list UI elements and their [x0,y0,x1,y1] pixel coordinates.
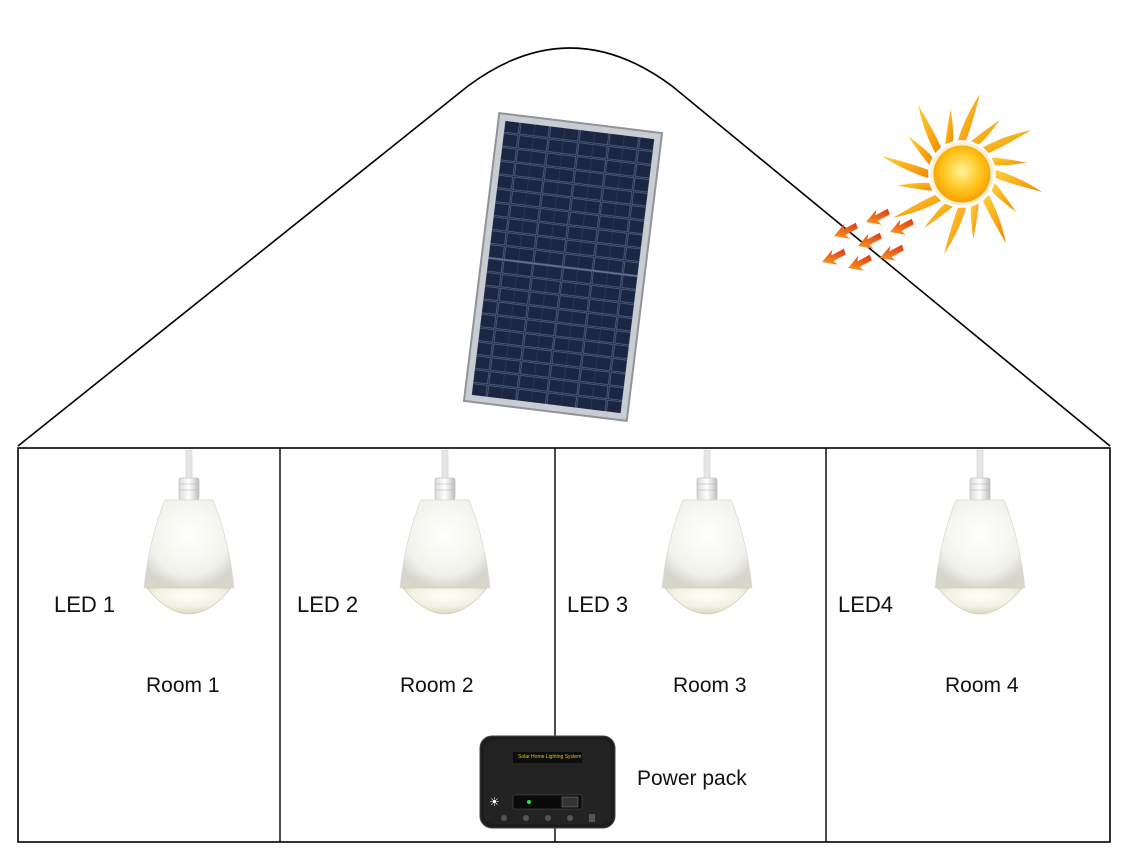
svg-text:☀: ☀ [489,795,500,809]
sunlight-arrow [858,232,882,249]
sunlight-arrow [880,244,904,261]
solar-panel-icon [462,111,664,423]
sun-ray [918,104,942,154]
sun-ray [896,182,933,191]
sun-ray [908,136,933,165]
sun-ray [982,194,1006,244]
sun-ray [991,183,1016,212]
sunlight-arrows-icon [822,208,914,271]
sun-ray [957,93,980,141]
sun-ray [892,194,942,218]
led-label: LED 1 [54,592,116,617]
sun-ray [995,169,1043,192]
led-bulb-icon [399,449,491,615]
sunlight-arrow [834,222,858,239]
room-label: Room 1 [146,674,220,697]
sunlight-arrow [890,218,914,235]
led-label: LED4 [838,592,894,617]
room-label: Room 4 [945,674,1019,697]
power-pack-label: Power pack [637,767,747,790]
power-pack-device-text: Solar Home Lighting System [518,754,582,760]
room-label: Room 2 [400,674,474,697]
sun-ray [971,120,1000,145]
sun-icon [881,93,1043,255]
power-pack-icon: ☀ [479,735,616,829]
sunlight-arrow [822,248,846,265]
led-label: LED 2 [297,592,359,617]
led-label: LED 3 [567,592,629,617]
sun-ray [970,203,979,240]
sun-ray [881,156,929,179]
sun-ray [982,130,1032,154]
led-bulb-icon [934,449,1026,615]
roof-outline [17,47,1111,447]
sunlight-arrow [848,254,872,271]
led-bulb-icon [143,449,235,615]
sunlight-arrow [866,208,890,225]
sun-ray [991,157,1028,166]
sun-ray [944,207,967,255]
led-bulb-icon [661,449,753,615]
house-walls [17,447,1111,843]
room-label: Room 3 [673,674,747,697]
sun-ray [924,203,953,228]
sun-ray [945,108,954,145]
